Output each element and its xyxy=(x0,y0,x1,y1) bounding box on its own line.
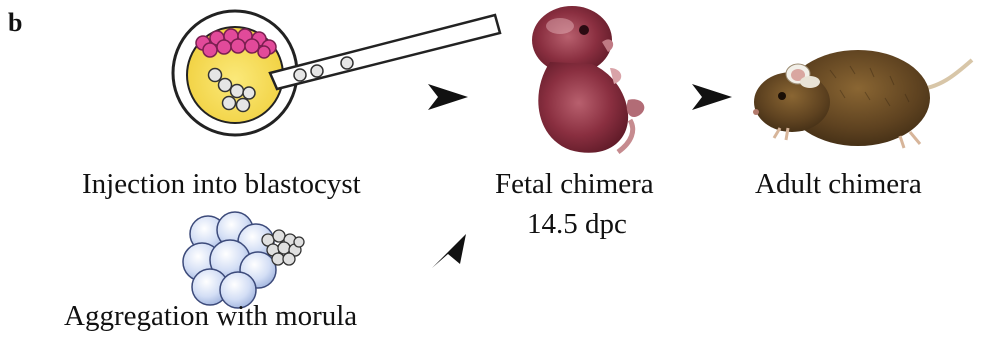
injection-caption: Injection into blastocyst xyxy=(82,168,361,201)
aggregation-caption: Aggregation with morula xyxy=(64,300,357,333)
fetal-caption: Fetal chimera xyxy=(495,168,654,201)
arrow-fetal-to-adult xyxy=(690,80,734,114)
panel-label: b xyxy=(8,8,22,38)
arrow-aggregation-to-fetal xyxy=(428,232,468,272)
fetus-eye xyxy=(579,25,589,35)
fetal-chimera-image xyxy=(510,2,670,162)
morula xyxy=(183,212,276,308)
injection-pipette xyxy=(270,15,500,89)
arrow-injection-to-fetal xyxy=(426,80,470,114)
mouse-eye xyxy=(778,92,786,100)
adult-chimera-image xyxy=(740,20,980,160)
fetal-stage-caption: 14.5 dpc xyxy=(527,208,627,241)
morula-aggregation-illustration xyxy=(180,212,320,312)
adult-caption: Adult chimera xyxy=(755,168,922,201)
